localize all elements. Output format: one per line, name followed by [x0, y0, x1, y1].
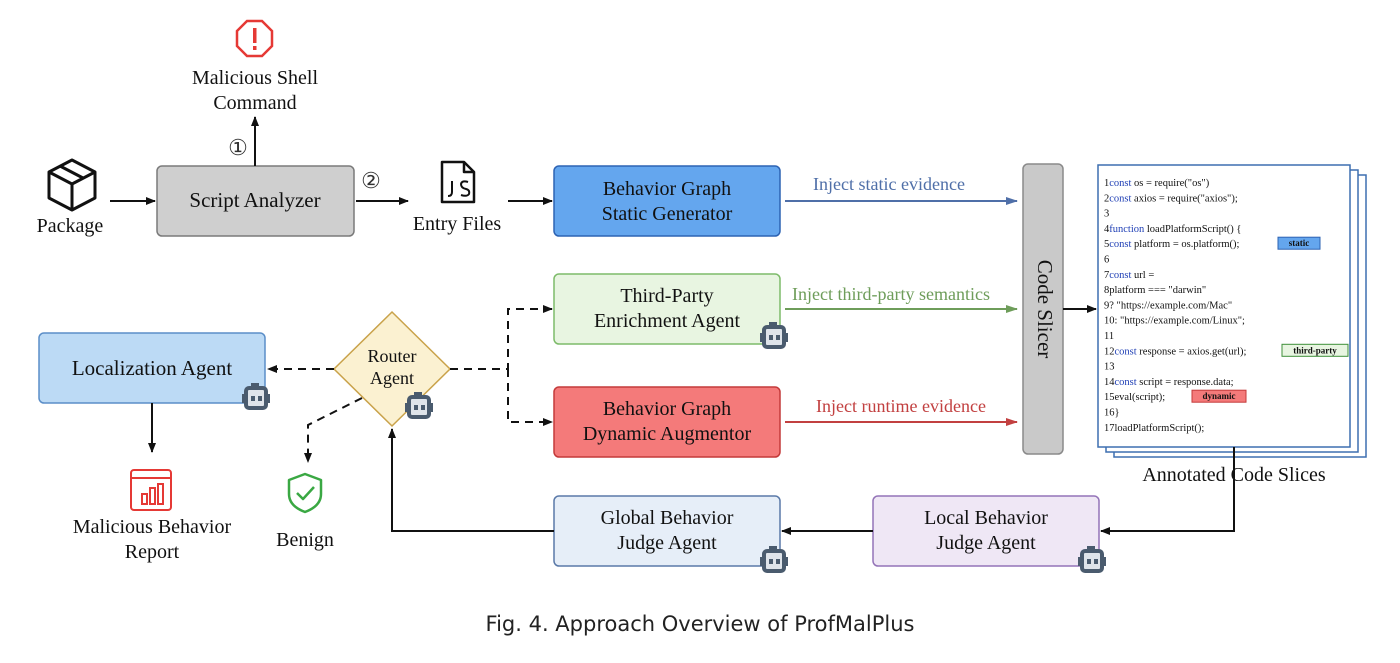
- code-line: 7const url =: [1104, 270, 1154, 281]
- code-line: 2const axios = require("axios");: [1104, 193, 1238, 204]
- third-party-label-2: Enrichment Agent: [594, 310, 741, 332]
- code-line: 17loadPlatformScript();: [1104, 423, 1204, 434]
- tag-dynamic: [1191, 389, 1247, 403]
- code-slicer-label: Code Slicer: [1033, 260, 1057, 359]
- localization-agent-label: Localization Agent: [72, 356, 233, 380]
- tag-third-party-label: third-party: [1293, 345, 1337, 355]
- tag-third-party: [1281, 343, 1349, 357]
- tag-static: [1277, 236, 1321, 250]
- package-icon: [47, 158, 97, 212]
- router-dashed-arrows: [267, 305, 553, 463]
- package-label: Package: [37, 215, 104, 237]
- code-line: 10: "https://example.com/Linux";: [1104, 316, 1245, 327]
- static-generator-label-2: Static Generator: [602, 203, 733, 225]
- local-judge-label-1: Local Behavior: [924, 507, 1048, 529]
- dynamic-augmentor-label-2: Dynamic Augmentor: [583, 423, 752, 445]
- static-generator-box: [553, 165, 781, 237]
- router-label-2: Agent: [370, 368, 414, 388]
- step-1-marker: ①: [228, 135, 248, 160]
- script-analyzer-label: Script Analyzer: [189, 188, 320, 212]
- code-line: 1const os = require("os"): [1104, 178, 1210, 189]
- js-file-icon: [440, 160, 476, 204]
- code-line: 13: [1104, 362, 1115, 373]
- report-label-2: Report: [125, 541, 180, 563]
- router-label-1: Router: [368, 346, 417, 366]
- benign-label: Benign: [276, 529, 334, 551]
- step-2-marker: ②: [361, 168, 381, 193]
- alert-icon: [235, 19, 274, 58]
- code-line: 15eval(script);: [1104, 392, 1165, 403]
- code-lines: 1const os = require("os") 2const axios = …: [1104, 178, 1349, 434]
- global-judge-label-1: Global Behavior: [601, 507, 734, 529]
- malicious-shell-label-1: Malicious Shell: [192, 67, 319, 89]
- code-line: 12const response = axios.get(url);: [1104, 346, 1246, 357]
- approach-overview-diagram: Malicious Shell Command Package Script A…: [37, 19, 1367, 573]
- shield-check-icon: [287, 472, 323, 514]
- inject-static-label: Inject static evidence: [813, 174, 965, 194]
- global-judge-label-2: Judge Agent: [617, 532, 717, 554]
- code-line: 5const platform = os.platform();: [1104, 239, 1239, 250]
- entry-files-label: Entry Files: [413, 213, 502, 235]
- local-judge-label-2: Judge Agent: [936, 532, 1036, 554]
- dynamic-augmentor-label-1: Behavior Graph: [603, 398, 731, 420]
- tag-dynamic-label: dynamic: [1202, 391, 1235, 401]
- inject-runtime-label: Inject runtime evidence: [816, 396, 986, 416]
- third-party-label-1: Third-Party: [620, 285, 713, 307]
- flow-arrows: [110, 116, 1235, 535]
- code-line: 14const script = response.data;: [1104, 377, 1234, 388]
- third-party-agent-box: [553, 273, 781, 345]
- inject-third-party-label: Inject third-party semantics: [792, 284, 990, 304]
- code-line: 9? "https://example.com/Mac": [1104, 300, 1232, 311]
- code-line: 8platform === "darwin": [1104, 285, 1206, 296]
- dynamic-augmentor-box: [553, 386, 781, 458]
- static-generator-label-1: Behavior Graph: [603, 178, 731, 200]
- malicious-shell-label-2: Command: [213, 92, 296, 114]
- code-line: 16}: [1104, 408, 1120, 419]
- report-icon: [130, 469, 172, 511]
- code-line: 6: [1104, 255, 1109, 266]
- figure-caption: Fig. 4. Approach Overview of ProfMalPlus: [485, 612, 915, 636]
- report-label-1: Malicious Behavior: [73, 516, 232, 538]
- code-line: 3: [1104, 209, 1109, 220]
- code-line: 4function loadPlatformScript() {: [1104, 224, 1241, 235]
- tag-static-label: static: [1289, 238, 1310, 248]
- code-line: 11: [1104, 331, 1114, 342]
